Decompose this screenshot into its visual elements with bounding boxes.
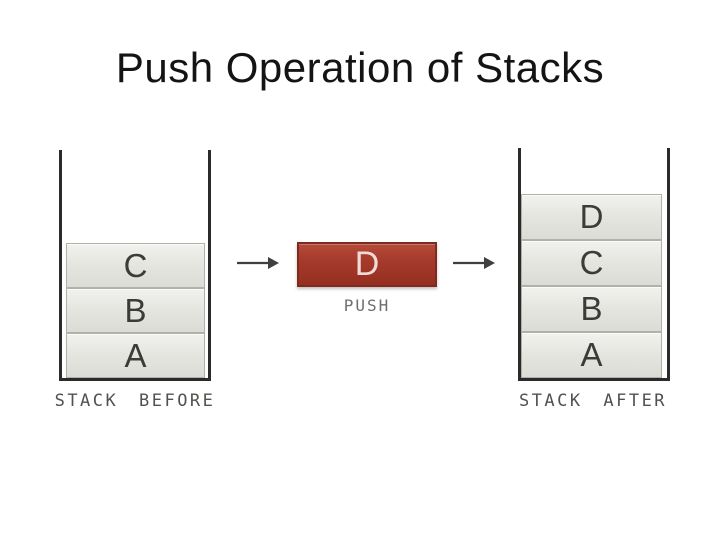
stack-after-label: STACK AFTER <box>518 391 668 411</box>
push-label: PUSH <box>343 296 391 315</box>
stack-after-cell-a: A <box>521 332 662 378</box>
slide-title: Push Operation of Stacks <box>115 44 605 91</box>
stack-before-cell-c: C <box>66 243 205 288</box>
stack-after-container <box>518 148 670 381</box>
right-arrow-icon <box>453 257 495 269</box>
right-arrow-icon <box>237 257 279 269</box>
stack-after-cell-b: B <box>521 286 662 332</box>
stack-before-label: STACK BEFORE <box>54 391 216 411</box>
stack-before-cell-b: B <box>66 288 205 333</box>
stack-before-container <box>59 150 211 381</box>
stack-after-cell-d: D <box>521 194 662 240</box>
stack-after-cell-c: C <box>521 240 662 286</box>
push-block: D <box>297 242 437 287</box>
stack-before-cell-a: A <box>66 333 205 378</box>
